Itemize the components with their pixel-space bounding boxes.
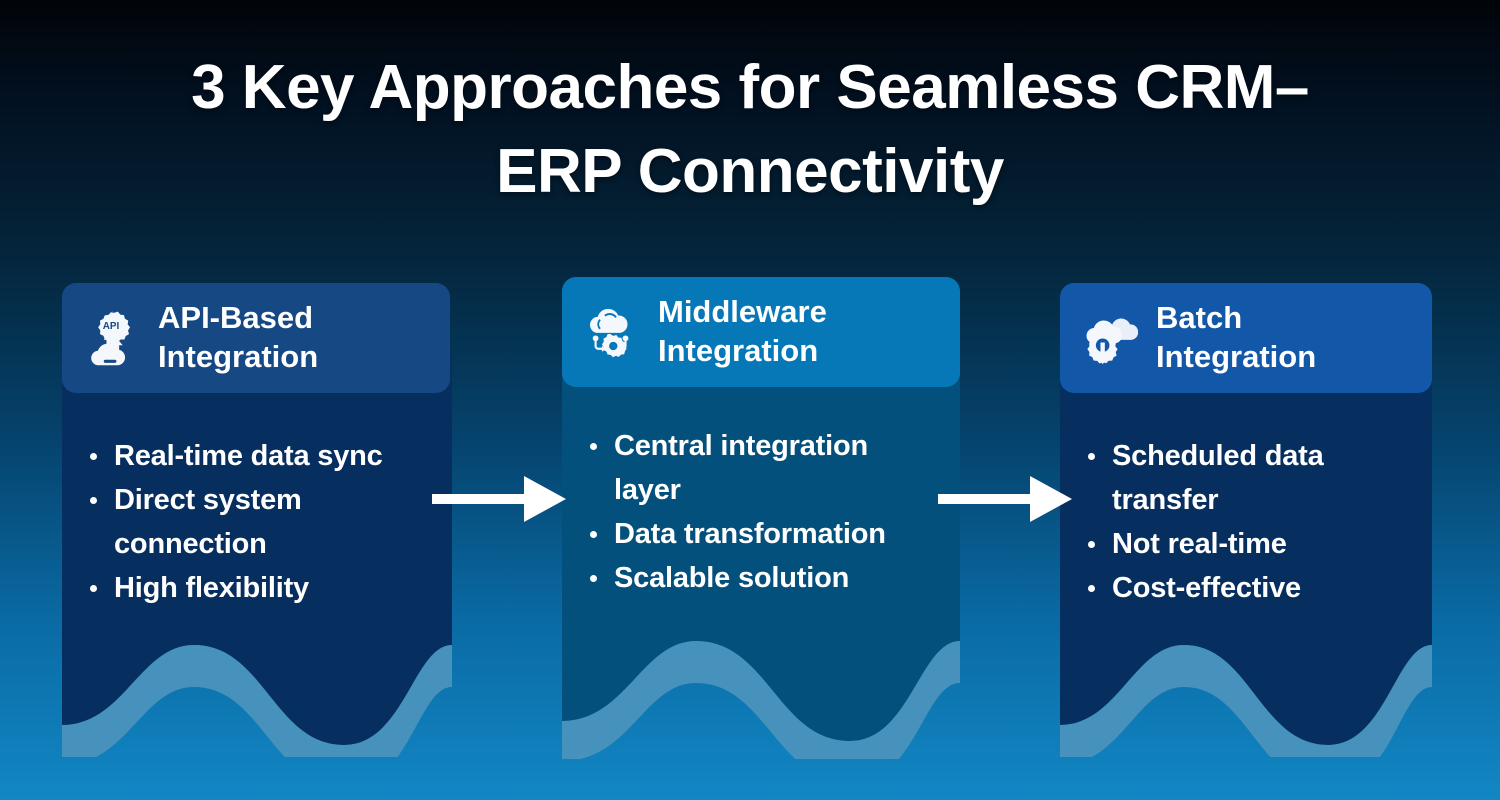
list-item: Not real-time bbox=[1088, 523, 1412, 565]
card-body-fill bbox=[1060, 347, 1432, 745]
list-item: Cost-effective bbox=[1088, 567, 1412, 609]
card-title-line-1: Middleware bbox=[658, 294, 827, 329]
card-body-fill bbox=[62, 347, 452, 745]
api-gear-cloud-icon: API bbox=[80, 307, 142, 369]
card-body: Scheduled data transfer Not real-time Co… bbox=[1060, 347, 1432, 757]
title-line-1: 3 Key Approaches for Seamless CRM– bbox=[191, 53, 1309, 122]
card-title: Middleware Integration bbox=[658, 293, 827, 371]
list-item: Central integration bbox=[590, 425, 940, 467]
list-item-continuation: layer bbox=[614, 474, 681, 507]
card-middleware-integration[interactable]: Central integration layer Data transform… bbox=[562, 277, 960, 759]
card-wave-light bbox=[62, 645, 452, 757]
cloud-gear-middleware-icon bbox=[580, 301, 642, 363]
card-wave-light bbox=[562, 641, 960, 759]
card-body: Real-time data sync Direct system connec… bbox=[62, 347, 452, 757]
arrow-card2-to-card3 bbox=[938, 476, 1072, 522]
card-header[interactable]: API API-Based Integration bbox=[62, 283, 450, 393]
card-wave-light bbox=[1060, 645, 1432, 757]
card-api-based-integration[interactable]: Real-time data sync Direct system connec… bbox=[62, 283, 452, 757]
list-item-continuation: transfer bbox=[1112, 484, 1219, 517]
card-batch-integration[interactable]: Scheduled data transfer Not real-time Co… bbox=[1060, 283, 1432, 757]
card-body-wave-shape bbox=[562, 341, 960, 759]
card-title-line-2: Integration bbox=[658, 332, 819, 368]
card-header[interactable]: Middleware Integration bbox=[562, 277, 960, 387]
card-title-line-1: Batch bbox=[1156, 300, 1243, 335]
list-item: High flexibility bbox=[90, 567, 432, 609]
card-title-line-2: Integration bbox=[158, 338, 319, 374]
list-item: Real-time data sync bbox=[90, 435, 432, 477]
list-item: Direct system bbox=[90, 479, 432, 521]
list-item-continuation: connection bbox=[114, 528, 267, 561]
list-item: Data transformation bbox=[590, 513, 940, 555]
card-title: API-Based Integration bbox=[158, 299, 318, 377]
card-title: Batch Integration bbox=[1156, 299, 1316, 377]
list-item: Scheduled data bbox=[1088, 435, 1412, 477]
card-body-wave-shape bbox=[1060, 347, 1432, 757]
card-bullet-list: Scheduled data transfer Not real-time Co… bbox=[1060, 347, 1432, 609]
card-bullet-list: Central integration layer Data transform… bbox=[562, 341, 960, 599]
list-item: Scalable solution bbox=[590, 557, 940, 599]
batch-cloud-download-icon bbox=[1078, 307, 1140, 369]
card-body-fill bbox=[562, 341, 960, 741]
arrow-card1-to-card2 bbox=[432, 476, 566, 522]
title-line-2: ERP Connectivity bbox=[496, 136, 1004, 206]
card-body-wave-shape bbox=[62, 347, 452, 757]
svg-text:API: API bbox=[103, 321, 120, 332]
card-title-line-2: Integration bbox=[1156, 338, 1317, 374]
card-title-line-1: API-Based bbox=[158, 300, 314, 335]
card-bullet-list: Real-time data sync Direct system connec… bbox=[62, 347, 452, 609]
card-body: Central integration layer Data transform… bbox=[562, 341, 960, 759]
page-title: 3 Key Approaches for Seamless CRM– ERP C… bbox=[0, 46, 1500, 213]
card-header[interactable]: Batch Integration bbox=[1060, 283, 1432, 393]
